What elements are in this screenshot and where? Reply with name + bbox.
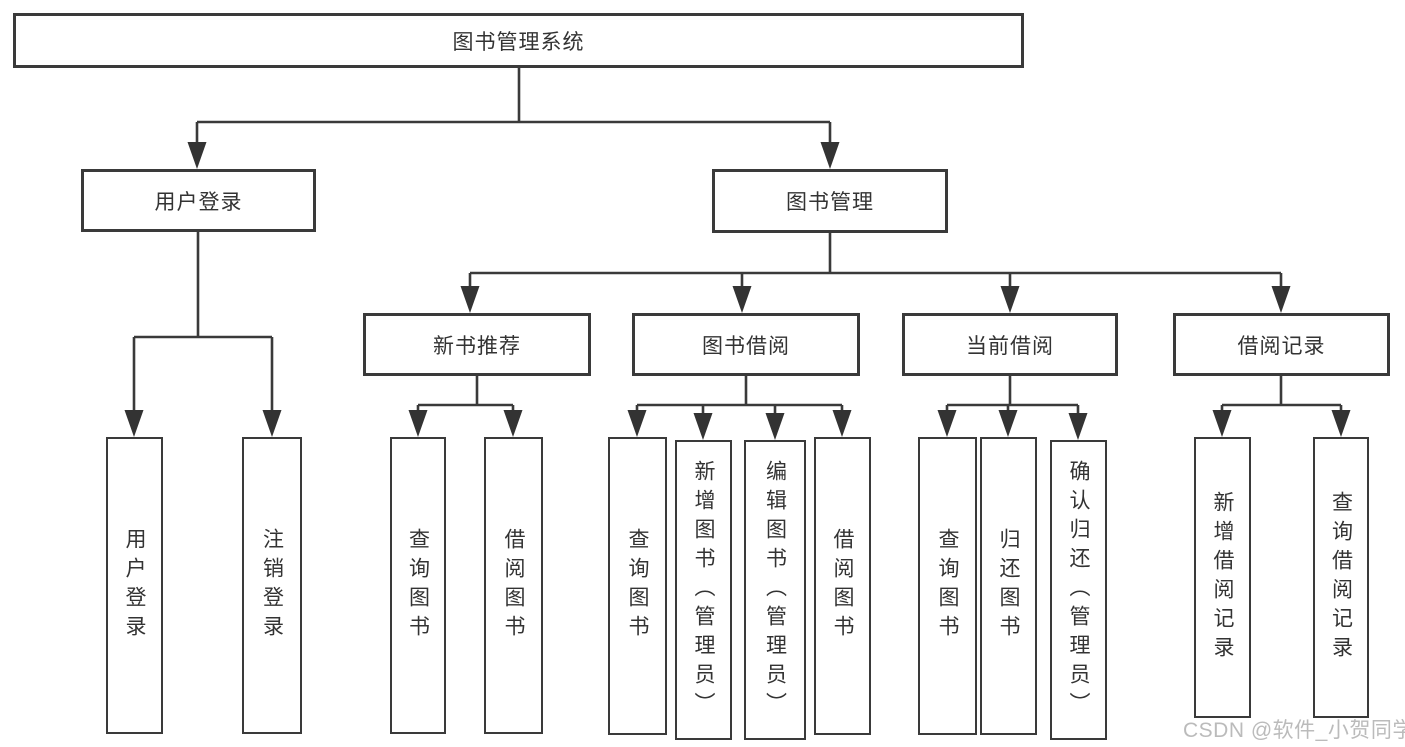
watermark-text: CSDN @软件_小贺同学: [1183, 719, 1405, 742]
node-book-borrowing: 图书借阅: [632, 313, 860, 376]
node-borrowing-records: 借阅记录: [1173, 313, 1390, 376]
node-current-return-books: 归还图书: [980, 437, 1037, 735]
arrowheads: [124, 142, 1351, 440]
node-user-login: 用户登录: [106, 437, 163, 734]
node-records-add-borrow-record: 新增借阅记录: [1194, 437, 1251, 718]
node-borrowing-borrow-books: 借阅图书: [814, 437, 871, 735]
node-recommend-borrow-books: 借阅图书: [484, 437, 543, 734]
connector-paths: [132, 66, 1343, 415]
node-logout: 注销登录: [242, 437, 302, 734]
node-borrowing-add-books-admin: 新增图书（管理员）: [675, 440, 732, 740]
node-user-login-module: 用户登录: [81, 169, 316, 232]
node-borrowing-query-books: 查询图书: [608, 437, 667, 735]
node-new-book-recommendation: 新书推荐: [363, 313, 591, 376]
node-current-borrowing: 当前借阅: [902, 313, 1118, 376]
node-recommend-query-books: 查询图书: [390, 437, 446, 734]
node-current-confirm-return-admin: 确认归还（管理员）: [1050, 440, 1107, 740]
node-records-query-borrow-record: 查询借阅记录: [1313, 437, 1369, 718]
node-book-management-module: 图书管理: [712, 169, 948, 233]
node-current-query-books: 查询图书: [918, 437, 977, 735]
node-borrowing-edit-books-admin: 编辑图书（管理员）: [744, 440, 806, 740]
node-library-management-system: 图书管理系统: [13, 13, 1024, 68]
